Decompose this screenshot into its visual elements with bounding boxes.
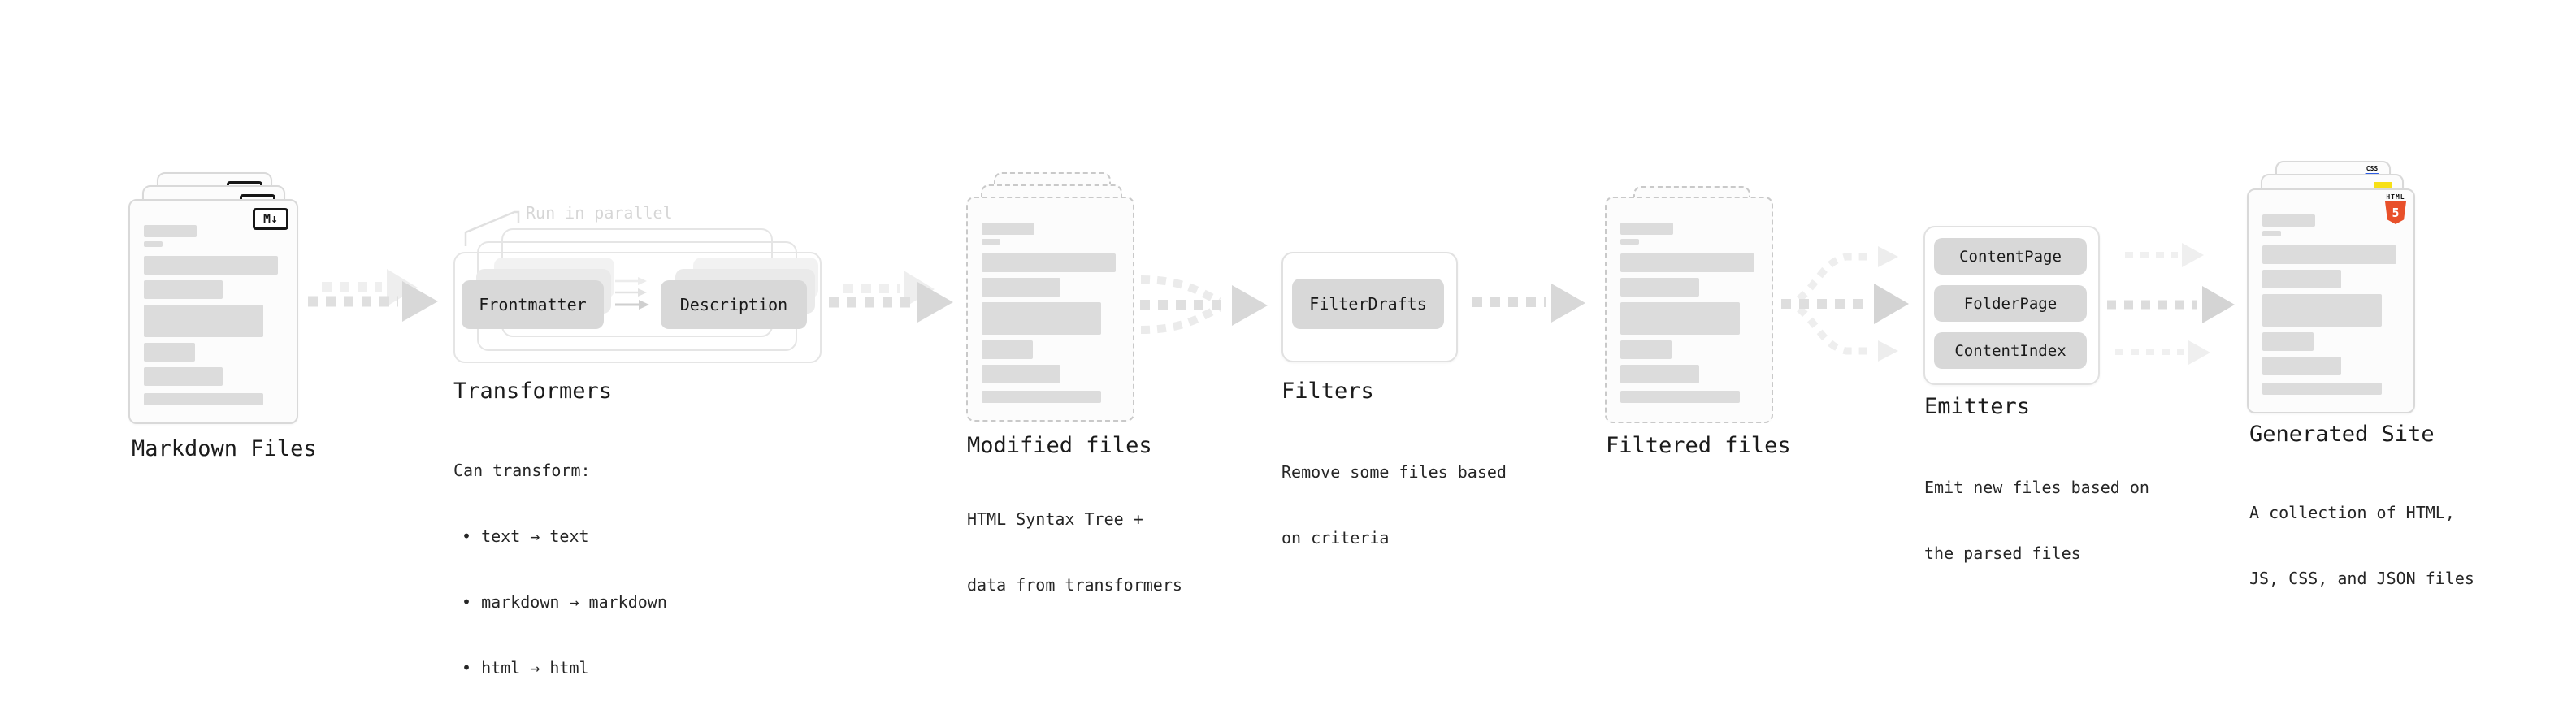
html5-icon: HTML 5: [2384, 193, 2407, 224]
skeleton-bar: [1620, 278, 1699, 297]
skeleton-bar: [2262, 383, 2382, 395]
skeleton-bar: [1620, 365, 1699, 383]
desc-line: Emit new files based on: [1924, 478, 2149, 497]
stage-title-modified-files: Modified files: [967, 433, 1152, 458]
arrow-filters-to-filtered: [1472, 284, 1585, 323]
skeleton-bar: [2262, 245, 2396, 264]
css-badge-text: CSS: [2366, 165, 2379, 172]
emitter-node-folderpage: FolderPage: [1934, 285, 2087, 322]
pipeline-diagram: M↓ M↓ M↓ Markdown Files Frontmatter Desc…: [128, 161, 2474, 678]
skeleton-bar: [982, 239, 1000, 245]
skeleton-bar: [1620, 391, 1740, 403]
stage-title-emitters: Emitters: [1924, 394, 2031, 419]
run-in-parallel-label: Run in parallel: [526, 203, 673, 223]
desc-line: on criteria: [1281, 528, 1390, 548]
skeleton-bar: [982, 365, 1060, 383]
skeleton-bar: [1620, 253, 1754, 272]
skeleton-bar: [144, 241, 163, 247]
document-layer: [1605, 197, 1773, 423]
skeleton-bar: [144, 256, 278, 275]
desc-line: the parsed files: [1924, 543, 2081, 563]
skeleton-bar: [982, 340, 1033, 359]
html5-shield: 5: [2385, 201, 2406, 224]
desc-line: A collection of HTML,: [2249, 503, 2455, 522]
desc-line: data from transformers: [967, 575, 1182, 595]
arrow-transformers-to-modified: [829, 271, 953, 323]
skeleton-bar: [982, 278, 1060, 297]
emitter-node-contentpage: ContentPage: [1934, 238, 2087, 275]
desc-line: JS, CSS, and JSON files: [2249, 569, 2474, 588]
skeleton-bar: [2262, 357, 2341, 375]
skeleton-bar: [144, 305, 263, 337]
skeleton-bar: [982, 223, 1034, 235]
modified-files-description: HTML Syntax Tree + data from transformer…: [967, 465, 1182, 640]
skeleton-bar: [1620, 239, 1639, 245]
desc-line: Remove some files based: [1281, 462, 1507, 482]
desc-line: Can transform:: [453, 461, 591, 480]
transformers-description: Can transform: • text → text • markdown …: [453, 416, 667, 723]
skeleton-bar: [1620, 302, 1740, 335]
skeleton-bar: [2262, 332, 2314, 351]
desc-line: • html → html: [462, 658, 589, 678]
stage-title-markdown-files: Markdown Files: [132, 436, 317, 461]
desc-line: • markdown → markdown: [462, 592, 667, 612]
skeleton-bar: [144, 225, 197, 237]
html5-word: HTML: [2386, 193, 2405, 201]
skeleton-bar: [2262, 231, 2281, 236]
transformer-node-description: Description: [661, 280, 807, 329]
markdown-icon: M↓: [253, 208, 288, 230]
skeleton-bar: [982, 302, 1101, 335]
arrow-modified-to-filters: [1140, 275, 1268, 334]
transformer-card-front: [453, 252, 822, 363]
arrow-markdown-to-transformers: [308, 269, 438, 322]
arrow-filtered-to-emitters: [1781, 246, 1909, 362]
document-layer: M↓: [128, 199, 298, 424]
skeleton-bar: [2262, 270, 2341, 288]
stage-title-filters: Filters: [1281, 379, 1374, 404]
desc-line: HTML Syntax Tree +: [967, 509, 1143, 529]
skeleton-bar: [982, 391, 1101, 403]
skeleton-bar: [2262, 214, 2315, 227]
filter-node-filterdrafts: FilterDrafts: [1292, 279, 1444, 329]
document-layer: [966, 197, 1134, 422]
emitter-node-contentindex: ContentIndex: [1934, 332, 2087, 369]
stage-title-transformers: Transformers: [453, 379, 613, 404]
skeleton-bar: [144, 280, 223, 299]
stage-title-generated-site: Generated Site: [2249, 422, 2435, 447]
filters-description: Remove some files based on criteria: [1281, 418, 1507, 593]
transformer-node-frontmatter: Frontmatter: [462, 280, 604, 329]
generated-site-description: A collection of HTML, JS, CSS, and JSON …: [2249, 458, 2474, 634]
skeleton-bar: [1620, 340, 1672, 359]
skeleton-bar: [1620, 223, 1673, 235]
desc-line: • text → text: [462, 526, 589, 546]
stage-title-filtered-files: Filtered files: [1606, 433, 1791, 458]
document-layer: HTML 5: [2247, 188, 2415, 413]
skeleton-bar: [144, 367, 223, 386]
arrow-emitters-to-generated: [2107, 243, 2235, 365]
skeleton-bar: [144, 393, 263, 405]
javascript-icon: [2374, 182, 2392, 191]
emitters-description: Emit new files based on the parsed files: [1924, 433, 2149, 608]
skeleton-bar: [144, 343, 195, 362]
skeleton-bar: [2262, 294, 2382, 327]
skeleton-bar: [982, 253, 1116, 272]
